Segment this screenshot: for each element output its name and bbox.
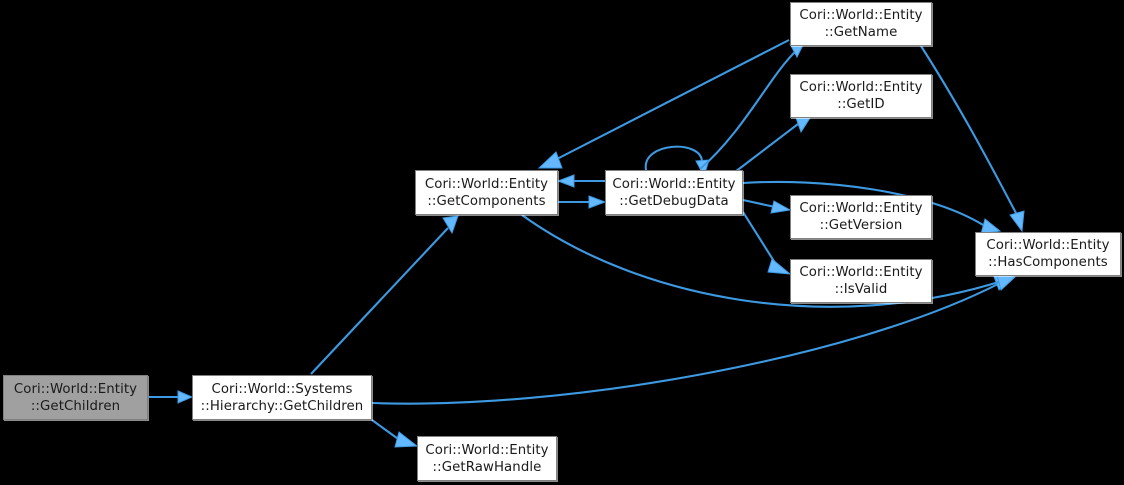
node-entity-getrawhandle[interactable]: Cori::World::Entity ::GetRawHandle <box>417 436 557 481</box>
edge-getdebugdata-to-getid <box>734 114 811 173</box>
edge-getname-to-hascomponents <box>920 45 1025 233</box>
node-label-line1: Cori::World::Entity <box>425 442 549 458</box>
node-entity-getversion[interactable]: Cori::World::Entity ::GetVersion <box>790 195 932 239</box>
node-label-line1: Cori::World::Entity <box>612 176 736 192</box>
edge-getdebugdata-to-getcomponents <box>556 174 605 188</box>
node-label-line2: ::GetID <box>837 97 885 112</box>
node-label-line1: Cori::World::Entity <box>799 201 923 216</box>
node-entity-getchildren[interactable]: Cori::World::Entity ::GetChildren <box>3 375 148 420</box>
node-label-line1: Cori::World::Entity <box>986 238 1110 253</box>
node-entity-getname[interactable]: Cori::World::Entity ::GetName <box>790 2 932 46</box>
node-label-line1: Cori::World::Entity <box>13 381 138 397</box>
node-label-line2: ::IsValid <box>834 282 888 297</box>
edge-getdebugdata-to-isvalid <box>742 211 792 275</box>
node-label-line1: Cori::World::Systems <box>211 381 353 397</box>
node-label-line1: Cori::World::Entity <box>799 80 923 95</box>
node-label-line2: ::GetComponents <box>427 193 546 209</box>
edge-getname-to-getcomponents <box>537 39 790 169</box>
edge-getdebugdata-to-getversion <box>742 198 792 214</box>
node-entity-getid[interactable]: Cori::World::Entity ::GetID <box>790 74 932 118</box>
node-label-line2: ::GetRawHandle <box>432 459 542 475</box>
node-hierarchy-getchildren[interactable]: Cori::World::Systems ::Hierarchy::GetChi… <box>192 375 372 420</box>
node-label-line1: Cori::World::Entity <box>799 8 923 23</box>
node-label-line2: ::GetName <box>824 25 898 40</box>
node-label-line1: Cori::World::Entity <box>424 176 549 192</box>
node-entity-isvalid[interactable]: Cori::World::Entity ::IsValid <box>790 259 932 303</box>
node-label-line2: ::GetDebugData <box>619 193 729 209</box>
node-entity-getcomponents[interactable]: Cori::World::Entity ::GetComponents <box>415 170 558 215</box>
node-entity-getdebugdata[interactable]: Cori::World::Entity ::GetDebugData <box>605 170 743 215</box>
edge-getdebugdata-to-hascomponents <box>742 180 1002 235</box>
node-label-line1: Cori::World::Entity <box>799 265 923 280</box>
node-label-line2: ::Hierarchy::GetChildren <box>200 398 364 414</box>
edge-getcomponents-to-hascomponents <box>521 214 1017 308</box>
edge-getchildren-to-hierarchy-getchildren <box>149 390 194 404</box>
node-label-line2: ::GetVersion <box>819 218 903 233</box>
edge-hierarchy-getchildren-to-getrawhandle <box>371 419 419 448</box>
node-label-line2: ::HasComponents <box>988 255 1108 270</box>
edge-hierarchy-getchildren-to-getcomponents <box>310 215 459 375</box>
edge-getcomponents-to-getdebugdata <box>558 195 607 209</box>
node-entity-hascomponents[interactable]: Cori::World::Entity ::HasComponents <box>975 232 1121 276</box>
node-label-line2: ::GetChildren <box>30 398 121 414</box>
